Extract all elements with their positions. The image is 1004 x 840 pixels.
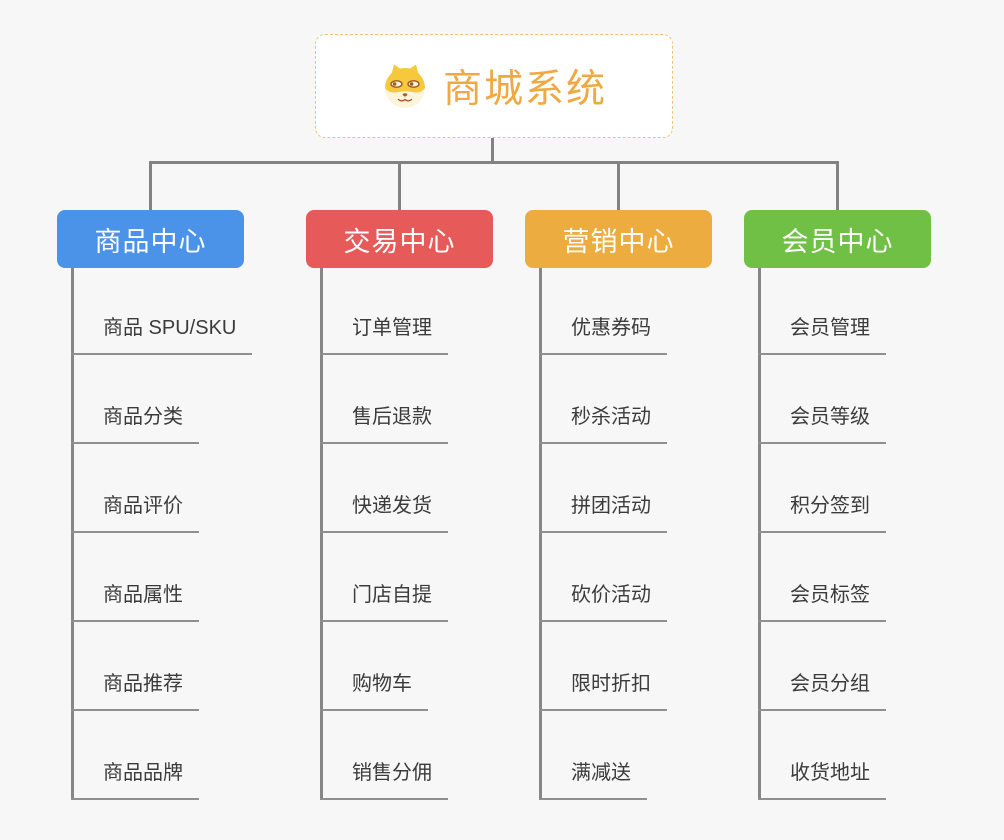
branch-column-member: 会员中心 会员管理 会员等级 积分签到 会员标签 会员分组 收货地址 xyxy=(744,210,994,800)
shiba-dog-face-icon xyxy=(381,63,429,109)
branch-vertical-line xyxy=(71,268,74,800)
leaf-node[interactable]: 商品属性 xyxy=(71,582,199,622)
leaf-node[interactable]: 订单管理 xyxy=(320,315,448,355)
leaf-node[interactable]: 会员等级 xyxy=(758,404,886,444)
connector-horizontal-rail xyxy=(149,161,839,164)
branch-node-marketing[interactable]: 营销中心 xyxy=(525,210,712,268)
leaf-node[interactable]: 会员分组 xyxy=(758,671,886,711)
leaf-node[interactable]: 商品推荐 xyxy=(71,671,199,711)
leaf-node[interactable]: 商品品牌 xyxy=(71,760,199,800)
leaf-node[interactable]: 快递发货 xyxy=(320,493,448,533)
leaf-node[interactable]: 限时折扣 xyxy=(539,671,667,711)
branch-node-member[interactable]: 会员中心 xyxy=(744,210,931,268)
connector-root-stub xyxy=(491,137,494,163)
branch-column-trade: 交易中心 订单管理 售后退款 快递发货 门店自提 购物车 销售分佣 xyxy=(306,210,556,800)
leaf-node[interactable]: 收货地址 xyxy=(758,760,886,800)
leaf-node[interactable]: 秒杀活动 xyxy=(539,404,667,444)
leaf-node[interactable]: 销售分佣 xyxy=(320,760,448,800)
root-node[interactable]: 商城系统 xyxy=(315,34,673,138)
connector-branch-stub-1 xyxy=(149,161,152,210)
leaf-node[interactable]: 商品 SPU/SKU xyxy=(71,315,253,355)
connector-branch-stub-3 xyxy=(617,161,620,210)
branch-column-marketing: 营销中心 优惠券码 秒杀活动 拼团活动 砍价活动 限时折扣 满减送 xyxy=(525,210,775,800)
leaf-node[interactable]: 商品评价 xyxy=(71,493,199,533)
connector-branch-stub-2 xyxy=(398,161,401,210)
leaf-node[interactable]: 会员管理 xyxy=(758,315,886,355)
branch-node-trade[interactable]: 交易中心 xyxy=(306,210,493,268)
branch-node-product[interactable]: 商品中心 xyxy=(57,210,244,268)
branch-vertical-line xyxy=(758,268,761,800)
leaf-node[interactable]: 商品分类 xyxy=(71,404,199,444)
leaf-node[interactable]: 优惠券码 xyxy=(539,315,667,355)
branch-column-product: 商品中心 商品 SPU/SKU 商品分类 商品评价 商品属性 商品推荐 商品品牌 xyxy=(57,210,307,800)
leaf-node[interactable]: 砍价活动 xyxy=(539,582,667,622)
leaf-node[interactable]: 会员标签 xyxy=(758,582,886,622)
leaf-node[interactable]: 积分签到 xyxy=(758,493,886,533)
branch-vertical-line xyxy=(539,268,542,800)
root-title: 商城系统 xyxy=(442,68,607,111)
leaf-node[interactable]: 拼团活动 xyxy=(539,493,667,533)
leaf-node[interactable]: 售后退款 xyxy=(320,404,448,444)
leaf-node[interactable]: 购物车 xyxy=(320,671,428,711)
leaf-node[interactable]: 满减送 xyxy=(539,760,647,800)
connector-branch-stub-4 xyxy=(836,161,839,210)
leaf-node[interactable]: 门店自提 xyxy=(320,582,448,622)
branch-vertical-line xyxy=(320,268,323,800)
